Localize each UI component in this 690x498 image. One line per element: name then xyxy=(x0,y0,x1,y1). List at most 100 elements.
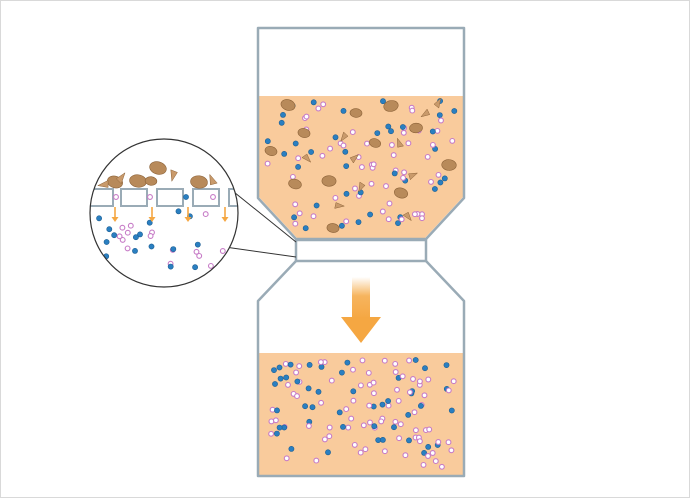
blue-molecule xyxy=(385,123,392,130)
pink-molecule xyxy=(351,441,358,448)
pink-molecule xyxy=(313,457,320,464)
pink-molecule xyxy=(147,233,154,239)
solid-particle-triangle xyxy=(349,154,360,164)
pink-molecule xyxy=(405,140,412,147)
blue-molecule xyxy=(276,364,283,371)
blue-molecule xyxy=(192,264,198,271)
blue-molecule xyxy=(276,424,283,431)
pink-molecule xyxy=(378,418,385,425)
pink-molecule xyxy=(392,369,399,375)
solid-particle-triangle xyxy=(115,172,126,185)
blue-molecule xyxy=(412,357,419,363)
pink-molecule xyxy=(321,436,328,443)
pink-molecule xyxy=(310,213,317,220)
pink-molecule xyxy=(326,433,333,440)
blue-molecule xyxy=(274,407,280,414)
solid-particle xyxy=(409,122,423,134)
blue-molecule xyxy=(385,398,391,404)
pink-molecule xyxy=(207,262,214,269)
blue-molecule xyxy=(132,247,138,254)
membrane-segment xyxy=(228,188,238,207)
pink-molecule xyxy=(381,448,388,455)
pink-molecule xyxy=(397,421,404,428)
solid-particle xyxy=(149,161,167,175)
blue-molecule xyxy=(388,128,394,135)
pink-molecule xyxy=(332,194,339,201)
pink-molecule xyxy=(196,252,203,259)
pink-molecule xyxy=(416,378,423,385)
pink-molecule xyxy=(435,439,442,445)
blue-molecule xyxy=(271,367,277,373)
pink-molecule xyxy=(289,173,296,180)
solid-particle xyxy=(264,146,278,156)
pink-molecule xyxy=(295,155,302,162)
solid-particle xyxy=(369,138,381,148)
blue-molecule xyxy=(280,112,286,118)
blue-molecule xyxy=(374,130,381,136)
solid-particle xyxy=(297,128,311,138)
pink-molecule xyxy=(119,236,126,243)
blue-molecule xyxy=(100,264,106,271)
pink-molecule xyxy=(358,164,365,171)
pink-molecule xyxy=(450,378,457,385)
lower-particles xyxy=(268,357,457,470)
blue-molecule xyxy=(111,232,118,239)
blue-molecule xyxy=(437,179,444,186)
blue-molecule xyxy=(291,214,297,221)
membrane-segment xyxy=(192,188,220,207)
pink-molecule xyxy=(383,183,389,190)
pink-molecule xyxy=(406,389,413,396)
pink-molecule xyxy=(116,233,123,240)
pink-molecule xyxy=(390,152,397,159)
solid-particle-triangle xyxy=(402,211,412,222)
blue-molecule xyxy=(406,437,412,444)
blue-molecule xyxy=(391,170,398,177)
solid-particle xyxy=(321,175,337,187)
solid-particle xyxy=(394,187,408,199)
pink-molecule xyxy=(394,386,400,393)
pink-molecule xyxy=(319,152,326,159)
pore-flow-arrowhead xyxy=(148,217,156,222)
pink-molecule xyxy=(438,117,444,124)
upper-vessel xyxy=(256,26,466,241)
pink-molecule xyxy=(399,373,406,380)
blue-molecule xyxy=(315,388,322,395)
solid-particle-triangle xyxy=(334,202,346,209)
pink-molecule xyxy=(348,415,355,422)
blue-molecule xyxy=(288,445,295,452)
blue-molecule xyxy=(273,430,280,437)
solid-particle-triangle xyxy=(420,108,431,118)
pink-molecule xyxy=(350,397,357,404)
blue-molecule xyxy=(371,423,378,430)
blue-molecule xyxy=(417,402,424,409)
blue-molecule xyxy=(421,449,427,456)
solid-particle xyxy=(383,100,399,112)
flow-arrow-down-icon xyxy=(341,277,381,343)
pink-molecule xyxy=(370,379,377,386)
solid-particle-triangle xyxy=(408,172,419,181)
pink-molecule xyxy=(445,387,452,394)
upper-particles xyxy=(264,97,458,233)
pink-molecule xyxy=(340,142,347,149)
pink-molecule xyxy=(400,174,407,181)
pink-molecule xyxy=(317,359,324,366)
blue-molecule xyxy=(338,369,345,376)
blue-molecule xyxy=(183,194,189,200)
pink-molecule xyxy=(272,417,279,424)
blue-molecule xyxy=(310,99,317,106)
blue-molecule xyxy=(367,211,373,218)
blue-molecule xyxy=(283,374,290,381)
magnified-view xyxy=(90,139,238,287)
pink-molecule xyxy=(318,399,325,406)
blue-molecule xyxy=(292,140,299,147)
solid-particle xyxy=(190,175,208,189)
pink-molecule xyxy=(268,430,275,437)
pink-molecule xyxy=(438,463,445,470)
pink-molecule xyxy=(368,180,375,187)
blue-molecule xyxy=(305,385,312,392)
pink-molecule xyxy=(357,449,364,456)
solid-particle-triangle xyxy=(397,137,404,148)
blue-molecule xyxy=(336,409,343,416)
lower-vessel xyxy=(256,260,466,478)
membrane-segment xyxy=(120,188,148,207)
